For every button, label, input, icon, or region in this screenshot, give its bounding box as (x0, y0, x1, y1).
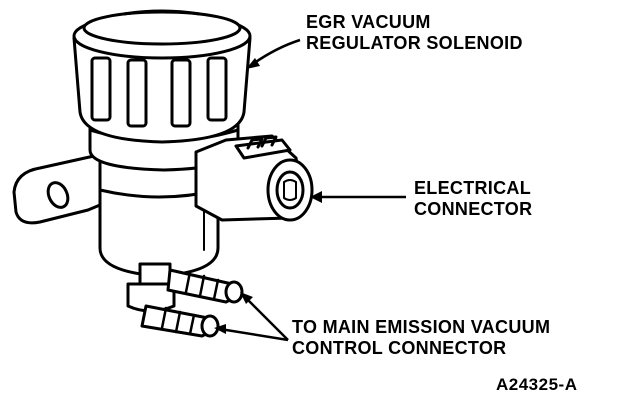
bracket-bolt-hole (46, 181, 70, 209)
leader-vacuum-lower (219, 327, 289, 342)
connector-plug-socket (275, 170, 305, 210)
solenoid-label: EGR VACUUM REGULATOR SOLENOID (306, 12, 523, 54)
connector-label: ELECTRICAL CONNECTOR (414, 178, 532, 220)
arrowhead-connector (310, 191, 322, 203)
vacuum-ports (126, 262, 244, 338)
cap-ribs (90, 56, 228, 128)
connector-label-line-1: ELECTRICAL (414, 178, 531, 198)
electrical-connector (194, 134, 314, 222)
mounting-bracket (12, 150, 114, 225)
solenoid-label-line-2: REGULATOR SOLENOID (306, 33, 523, 53)
vacuum-label-line-1: TO MAIN EMISSION VACUUM (292, 317, 551, 337)
vacuum-label: TO MAIN EMISSION VACUUM CONTROL CONNECTO… (292, 317, 550, 359)
connector-label-line-2: CONNECTOR (414, 199, 533, 219)
vacuum-nipple-upper (166, 268, 244, 304)
solenoid-cap (72, 9, 252, 144)
arrowhead-vacuum-lower (214, 324, 226, 334)
solenoid-label-line-1: EGR VACUUM (306, 12, 431, 32)
arrowhead-solenoid (246, 58, 260, 69)
leader-vacuum-upper (243, 295, 289, 341)
figure-id: A24325-A (496, 375, 578, 394)
arrowhead-vacuum-upper (240, 292, 253, 304)
vacuum-nipple-lower (140, 304, 220, 338)
vacuum-label-line-2: CONTROL CONNECTOR (292, 338, 507, 358)
